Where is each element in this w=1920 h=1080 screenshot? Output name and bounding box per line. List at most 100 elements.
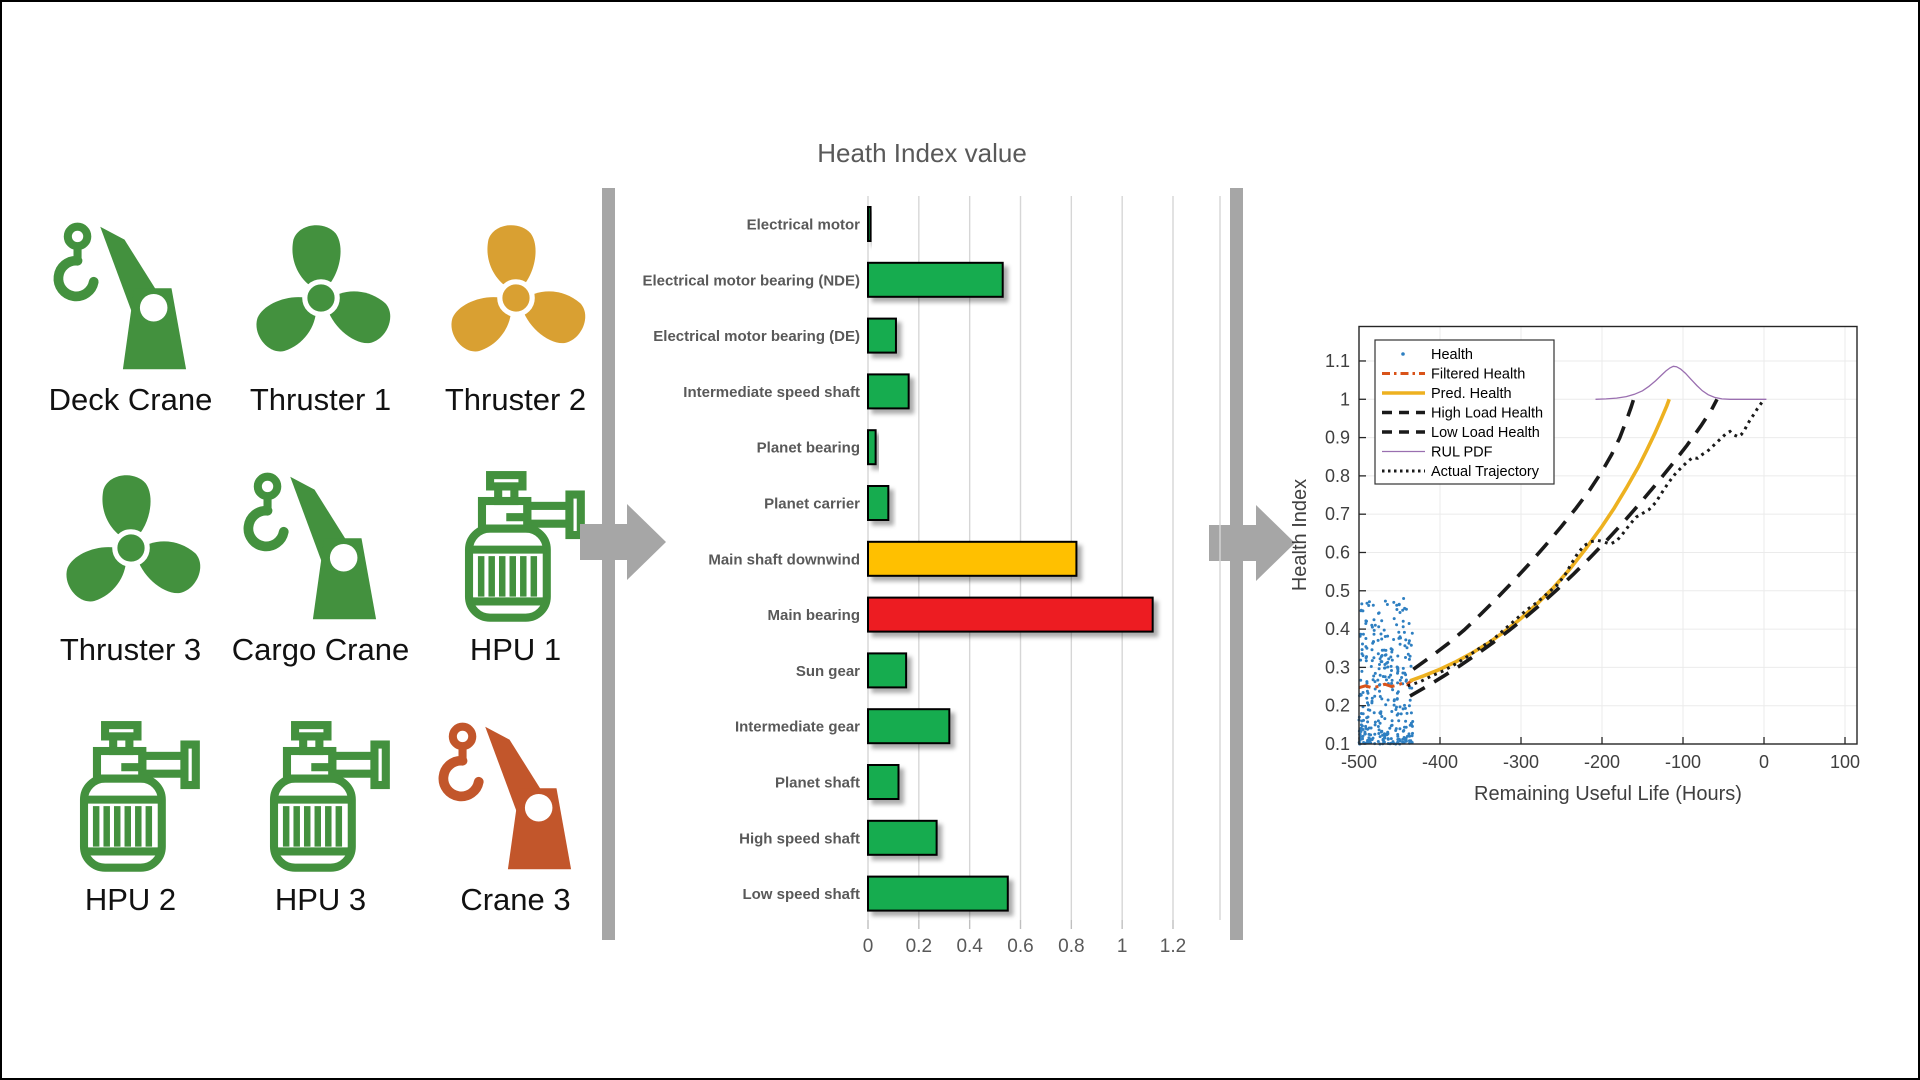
scatter-point bbox=[1371, 736, 1375, 740]
scatter-point bbox=[1395, 665, 1399, 669]
scatter-point bbox=[1370, 659, 1374, 663]
bar-electrical-motor bbox=[867, 206, 872, 242]
bar-category-label: Low speed shaft bbox=[742, 886, 860, 903]
bar-main-bearing bbox=[867, 596, 1154, 633]
bar-low-speed-shaft bbox=[867, 875, 1009, 912]
scatter-point bbox=[1403, 706, 1407, 710]
scatter-point bbox=[1401, 707, 1405, 711]
scatter-point bbox=[1362, 718, 1365, 722]
scatter-point bbox=[1364, 645, 1368, 649]
scatter-point bbox=[1372, 628, 1376, 632]
scatter-point bbox=[1389, 737, 1393, 741]
propeller-hub bbox=[111, 529, 150, 567]
y-tick-label: 0.3 bbox=[1325, 657, 1350, 677]
scatter-point bbox=[1380, 697, 1384, 701]
separator-bar-left bbox=[602, 188, 615, 940]
scatter-point bbox=[1369, 665, 1373, 668]
scatter-point bbox=[1396, 681, 1400, 685]
bar-category-label: Planet bearing bbox=[757, 440, 860, 457]
equipment-label: HPU 3 bbox=[274, 881, 367, 917]
scatter-point bbox=[1372, 656, 1376, 660]
scatter-point bbox=[1397, 630, 1401, 634]
scatter-point bbox=[1407, 732, 1411, 736]
propeller-icon bbox=[65, 475, 200, 602]
scatter-point bbox=[1394, 708, 1398, 711]
scatter-point bbox=[1407, 657, 1411, 661]
scatter-point bbox=[1410, 686, 1414, 690]
scatter-point bbox=[1382, 732, 1386, 736]
scatter-point bbox=[1359, 678, 1363, 682]
scatter-point bbox=[1371, 678, 1375, 682]
scatter-point bbox=[1383, 736, 1387, 740]
hpu-pipe bbox=[522, 501, 574, 528]
scatter-point bbox=[1359, 658, 1363, 662]
x-tick-label: -100 bbox=[1665, 752, 1701, 772]
scatter-point bbox=[1398, 611, 1402, 614]
scatter-point bbox=[1386, 698, 1390, 702]
equipment-item-hpu-2: HPU 2 bbox=[38, 668, 223, 918]
scatter-point bbox=[1403, 738, 1407, 742]
scatter-point bbox=[1403, 644, 1407, 648]
scatter-point bbox=[1390, 710, 1394, 713]
scatter-point bbox=[1376, 638, 1380, 642]
legend-label: High Load Health bbox=[1431, 406, 1543, 422]
scatter-point bbox=[1363, 730, 1367, 734]
hpu-icon bbox=[269, 720, 390, 872]
separator-bar-right bbox=[1230, 188, 1243, 940]
scatter-point bbox=[1380, 654, 1384, 657]
scatter-point bbox=[1361, 737, 1364, 741]
scatter-point bbox=[1376, 725, 1380, 728]
scatter-point bbox=[1390, 681, 1394, 685]
hpu-grill bbox=[92, 805, 152, 847]
scatter-point bbox=[1383, 717, 1387, 721]
scatter-point bbox=[1373, 720, 1377, 724]
scatter-point bbox=[1395, 623, 1399, 627]
bar-chart-bars bbox=[867, 206, 1154, 912]
equipment-item-deck-crane: Deck Crane bbox=[38, 170, 223, 418]
scatter-point bbox=[1390, 723, 1394, 727]
scatter-point bbox=[1385, 678, 1388, 682]
scatter-point bbox=[1365, 601, 1369, 605]
propeller-blade bbox=[486, 225, 536, 292]
x-tick-label: 0.4 bbox=[956, 936, 983, 957]
scatter-point bbox=[1359, 608, 1363, 612]
scatter-point bbox=[1386, 634, 1390, 638]
scatter-point bbox=[1360, 724, 1364, 728]
scatter-point bbox=[1379, 710, 1383, 714]
scatter-point bbox=[1360, 648, 1364, 652]
scatter-point bbox=[1365, 696, 1369, 700]
scatter-point bbox=[1404, 679, 1408, 683]
scatter-point bbox=[1378, 663, 1381, 666]
scatter-point bbox=[1387, 675, 1391, 679]
y-tick-label: 1.1 bbox=[1325, 351, 1350, 371]
hpu-body bbox=[464, 524, 551, 622]
scatter-point bbox=[1390, 669, 1393, 672]
plot-frame bbox=[1358, 325, 1858, 745]
scatter-point bbox=[1392, 638, 1396, 641]
crane-pivot-hole bbox=[139, 293, 167, 322]
scatter-point bbox=[1359, 735, 1362, 738]
scatter-point bbox=[1361, 691, 1365, 694]
propeller-icon bbox=[450, 225, 585, 352]
scatter-point bbox=[1377, 667, 1381, 671]
scatter-point bbox=[1372, 711, 1376, 715]
x-tick-label: -200 bbox=[1584, 752, 1620, 772]
scatter-point bbox=[1378, 657, 1382, 661]
scatter-point bbox=[1405, 711, 1409, 715]
propeller-blade bbox=[135, 541, 200, 593]
scatter-point bbox=[1377, 728, 1381, 732]
scatter-point bbox=[1378, 695, 1382, 698]
scatter-point bbox=[1386, 737, 1390, 741]
bar-category-label: Sun gear bbox=[796, 663, 860, 680]
scatter-point bbox=[1407, 622, 1411, 625]
x-tick-label: -400 bbox=[1422, 752, 1458, 772]
scatter-point bbox=[1386, 732, 1390, 736]
scatter-point bbox=[1372, 640, 1375, 644]
scatter-point bbox=[1380, 729, 1384, 733]
bar-category-label: Intermediate speed shaft bbox=[683, 384, 860, 401]
scatter-point bbox=[1361, 632, 1365, 636]
hpu-icon bbox=[79, 720, 200, 872]
x-tick-label: 100 bbox=[1830, 752, 1860, 772]
scatter-point bbox=[1380, 715, 1384, 718]
scatter-point bbox=[1389, 673, 1393, 677]
